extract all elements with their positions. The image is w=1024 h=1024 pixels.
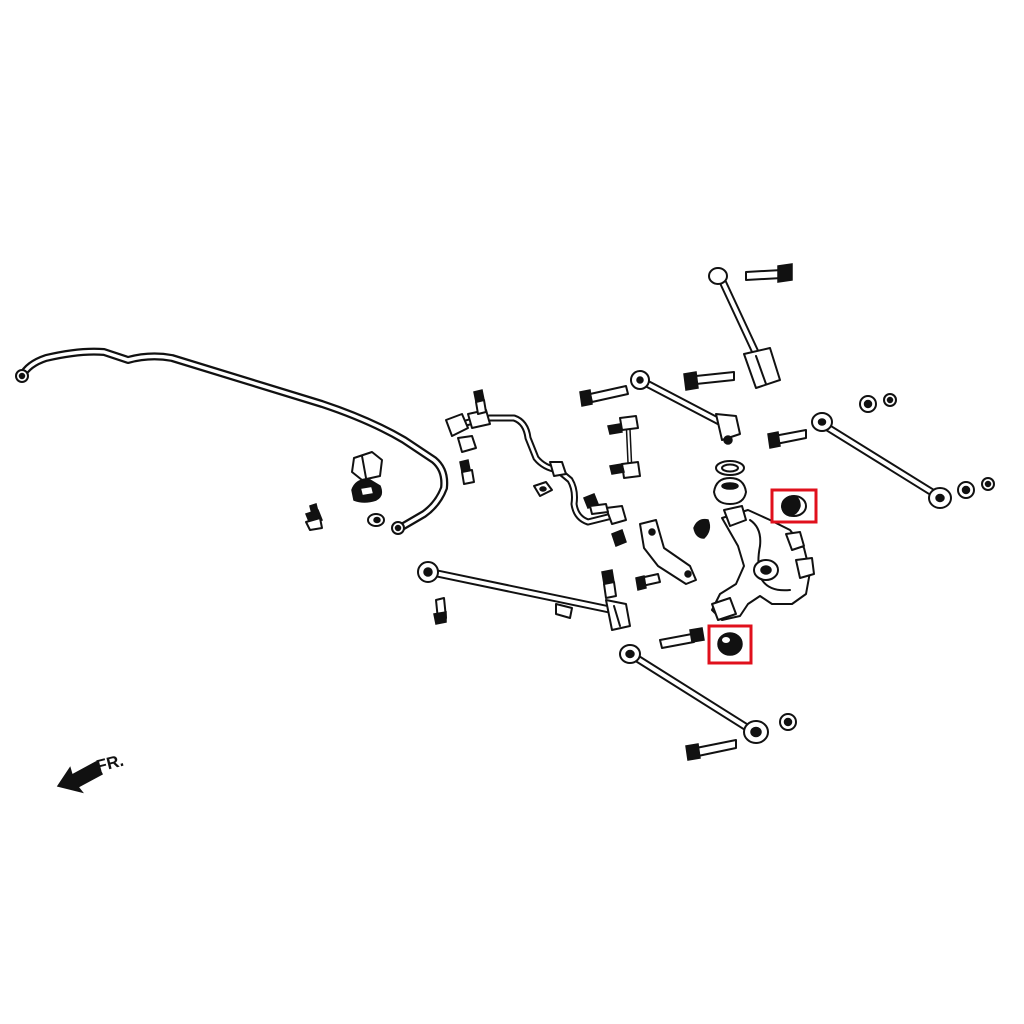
bracket-bolt-a bbox=[601, 569, 617, 599]
lower-control-arm bbox=[417, 561, 631, 631]
middle-arm-bolt-right bbox=[683, 371, 735, 391]
diagonal-arm-bolt-bottom bbox=[685, 739, 737, 761]
bracket-nut-b bbox=[635, 573, 661, 591]
link-nut-lower bbox=[611, 529, 627, 547]
end-link bbox=[607, 415, 641, 479]
middle-arm-bolt-left bbox=[579, 385, 629, 407]
right-link-bolt bbox=[767, 429, 807, 449]
diagonal-arm-washer bbox=[779, 713, 797, 731]
lower-arm-bolt bbox=[433, 597, 447, 625]
diagonal-arm-bolt-top bbox=[659, 627, 705, 649]
knuckle-nut bbox=[693, 518, 711, 539]
stabilizer-bracket bbox=[351, 478, 383, 503]
upper-arm-bolt bbox=[745, 263, 793, 283]
stabilizer-nut bbox=[367, 513, 385, 527]
bracket-bolt-left bbox=[305, 503, 323, 531]
highlighted-bushing-lower bbox=[707, 624, 753, 665]
link-bolt-top bbox=[473, 389, 487, 415]
right-link-washers-top bbox=[859, 393, 897, 413]
link-bolt-right bbox=[583, 493, 609, 515]
link-bolt-lower bbox=[459, 459, 475, 485]
right-link-washers-end bbox=[957, 477, 995, 499]
lower-diagonal-arm bbox=[619, 644, 769, 744]
ball-joint-boot bbox=[713, 477, 747, 505]
ball-joint-ring bbox=[715, 460, 745, 476]
front-direction-indicator: FR. bbox=[56, 751, 126, 794]
right-upper-link bbox=[811, 412, 952, 509]
upper-control-arm bbox=[708, 267, 781, 389]
knuckle bbox=[711, 505, 815, 621]
front-label: FR. bbox=[94, 751, 125, 776]
stabilizer-link bbox=[445, 409, 627, 526]
highlighted-bushing-upper bbox=[770, 488, 818, 524]
stabilizer-bar bbox=[15, 347, 449, 535]
arrow-left-down-icon bbox=[56, 760, 103, 794]
trailing-bracket bbox=[639, 519, 697, 585]
middle-upper-arm bbox=[630, 370, 741, 445]
link-nut-mid bbox=[533, 481, 553, 497]
stabilizer-bushing bbox=[351, 451, 383, 481]
